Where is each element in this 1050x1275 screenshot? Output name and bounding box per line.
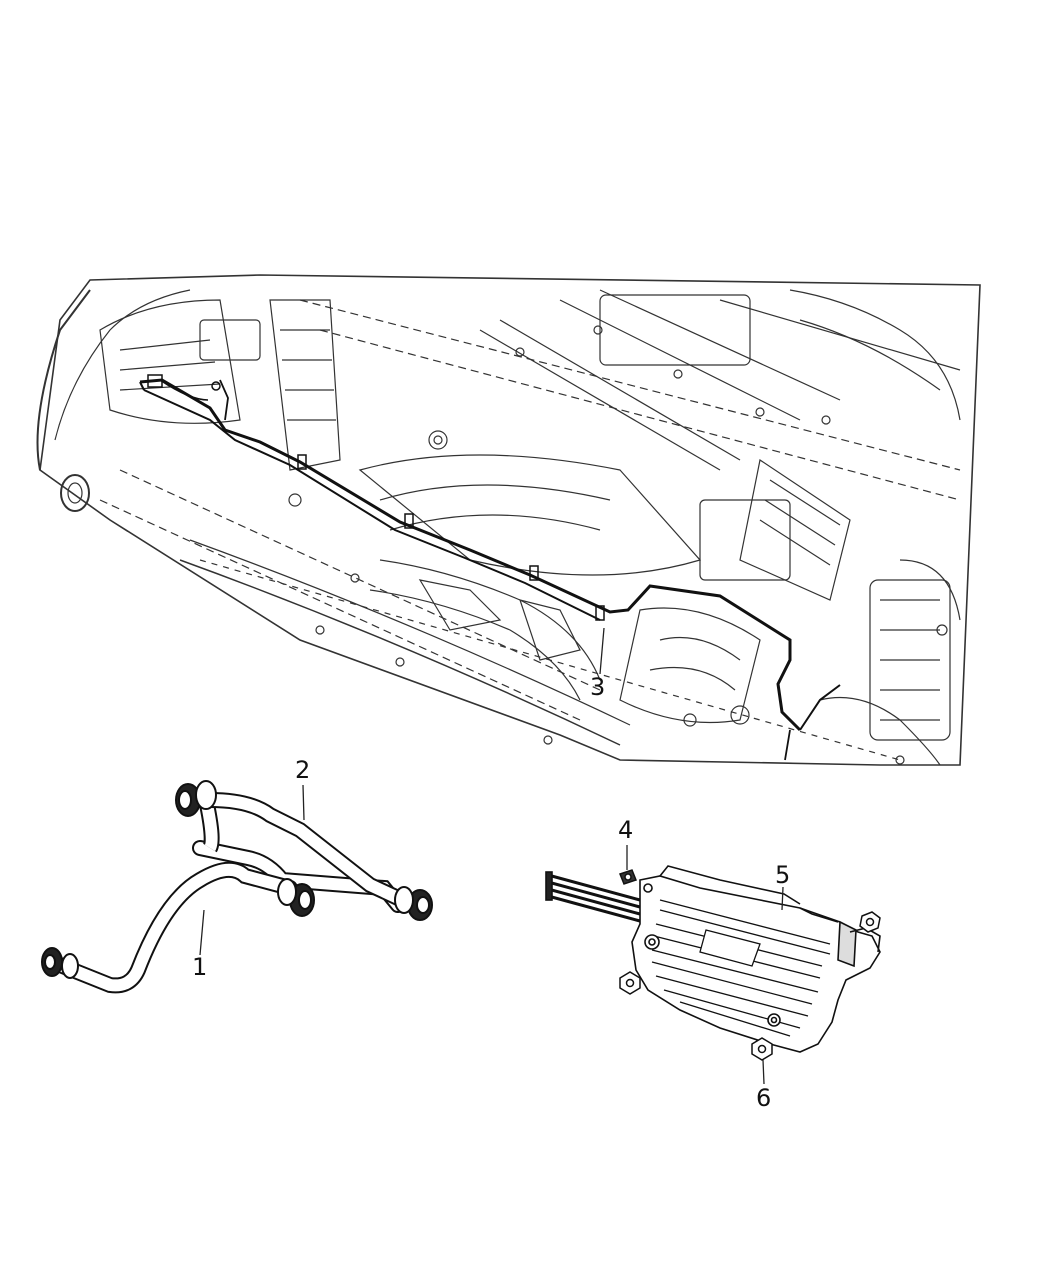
part-5-heat-shield: [545, 865, 881, 1053]
callout-2: 2: [295, 756, 310, 784]
part-3-fuel-line-harness: [139, 374, 841, 761]
callout-3: 3: [590, 673, 605, 701]
part-1-hose: [41, 862, 315, 994]
part-4-clip: [619, 869, 637, 885]
leader-lines: [199, 627, 784, 1085]
vehicle-underbody: [36, 274, 981, 766]
callout-4: 4: [618, 816, 633, 844]
callout-1: 1: [192, 953, 207, 981]
nut-lower-left: [619, 971, 641, 995]
part-6-nuts: [619, 911, 881, 1061]
callout-6: 6: [756, 1084, 771, 1112]
nut-bottom: [751, 1037, 773, 1061]
nut-upper-right: [859, 911, 881, 933]
callout-labels: 3 2 1 4 5 6: [192, 673, 790, 1112]
callout-5: 5: [775, 861, 790, 889]
